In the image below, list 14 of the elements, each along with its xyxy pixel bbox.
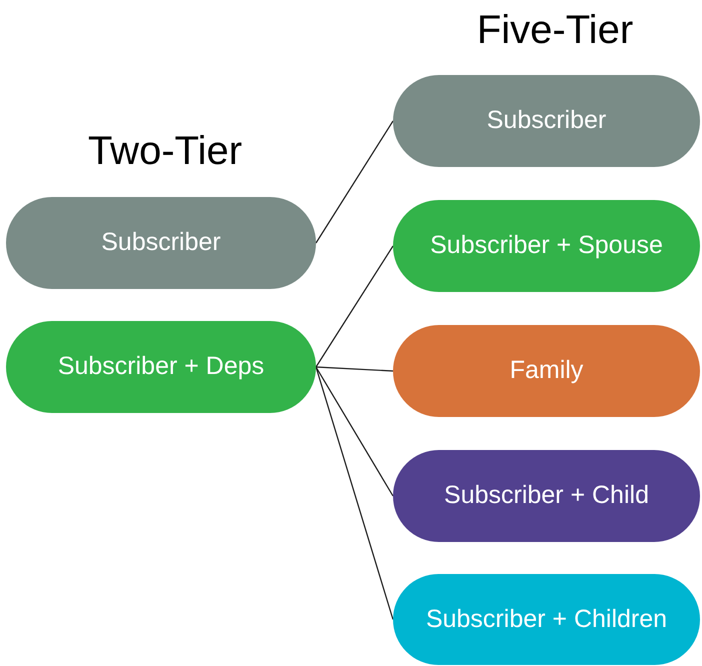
tier-pill: Subscriber [6, 197, 316, 289]
tier-pill: Subscriber + Child [393, 450, 700, 542]
connector-line [316, 120, 394, 244]
connector-line [315, 366, 394, 620]
column-heading: Two-Tier [86, 128, 244, 175]
tier-pill: Subscriber + Children [393, 574, 700, 665]
tier-pill: Subscriber [393, 75, 700, 167]
tier-pill: Subscriber + Deps [6, 321, 316, 413]
connector-line [316, 246, 394, 368]
tier-pill: Family [393, 325, 700, 417]
tier-pill: Subscriber + Spouse [393, 200, 700, 292]
column-heading: Five-Tier [476, 7, 634, 54]
connector-line [316, 366, 394, 372]
connector-line [315, 366, 394, 496]
